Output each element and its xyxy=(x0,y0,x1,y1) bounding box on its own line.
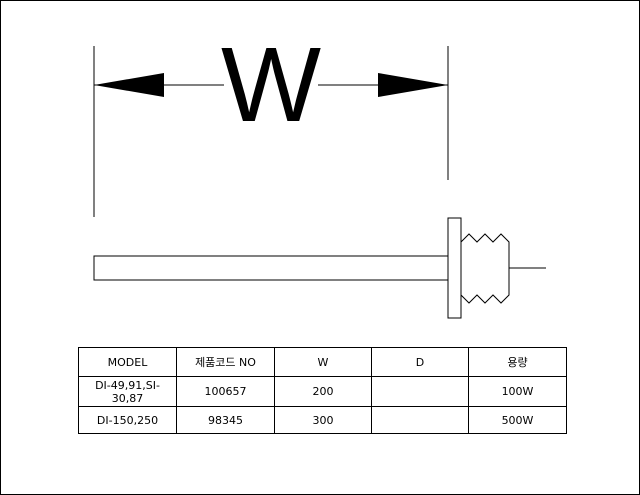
heater-rod xyxy=(93,255,449,281)
table-row: DI-49,91,SI-30,87 100657 200 100W xyxy=(78,376,567,407)
cell-capacity: 500W xyxy=(468,406,567,434)
table-header-row: MODEL 제품코드 NO W D 용량 xyxy=(78,347,567,377)
cell-w: 200 xyxy=(274,376,372,407)
header-w: W xyxy=(274,347,372,377)
heater-technical-drawing: W xyxy=(93,26,546,319)
threaded-fitting xyxy=(460,233,510,304)
cell-d xyxy=(371,376,469,407)
cell-w: 300 xyxy=(274,406,372,434)
header-d: D xyxy=(371,347,469,377)
heater-flange xyxy=(447,217,462,319)
dimension-label-w: W xyxy=(221,26,321,144)
cell-model: DI-49,91,SI-30,87 xyxy=(78,376,177,407)
spec-table: MODEL 제품코드 NO W D 용량 DI-49,91,SI-30,87 1… xyxy=(78,347,567,434)
cell-model: DI-150,250 xyxy=(78,406,177,434)
header-model: MODEL xyxy=(78,347,177,377)
cell-product-code: 100657 xyxy=(176,376,275,407)
cell-capacity: 100W xyxy=(468,376,567,407)
cell-product-code: 98345 xyxy=(176,406,275,434)
dimension-arrow-left xyxy=(94,73,164,97)
header-capacity: 용량 xyxy=(468,347,567,377)
dimension-arrow-right xyxy=(378,73,448,97)
table-row: DI-150,250 98345 300 500W xyxy=(78,406,567,434)
header-product-code: 제품코드 NO xyxy=(176,347,275,377)
cell-d xyxy=(371,406,469,434)
